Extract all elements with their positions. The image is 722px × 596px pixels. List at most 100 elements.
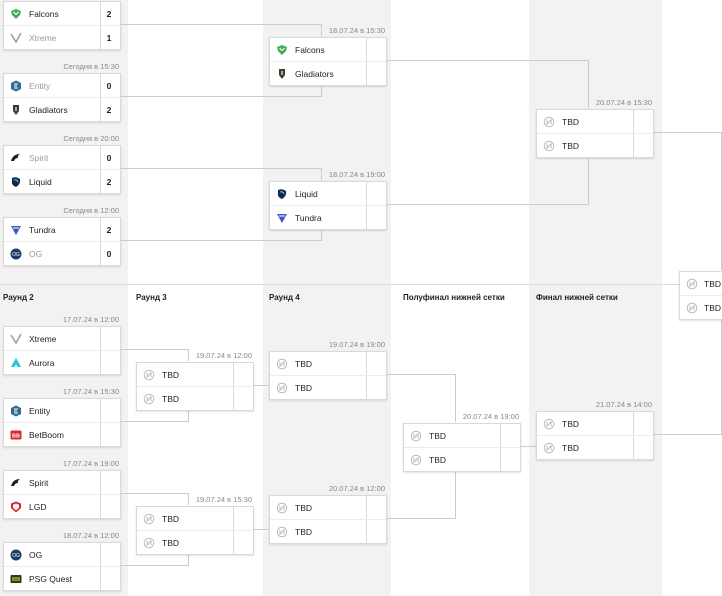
team-row[interactable]: TBD: [537, 435, 653, 459]
match-time: 17.07.24 в 12:00: [62, 315, 119, 324]
team-score: 1: [106, 32, 112, 43]
match-card[interactable]: 18.07.24 в 15:30 Falcons Gladiators: [269, 26, 387, 86]
team-row[interactable]: TBD: [137, 363, 253, 386]
team-row[interactable]: TBD: [137, 386, 253, 410]
connector-line: [121, 168, 322, 180]
match-card[interactable]: 17.07.24 в 12:00 Xtreme Aurora: [3, 315, 121, 375]
team-row[interactable]: Entity 0: [4, 74, 120, 97]
match-card[interactable]: 19.07.24 в 15:30 TBD TBD: [136, 495, 254, 555]
team-name: OG: [29, 549, 43, 560]
team-row[interactable]: TBD: [404, 447, 520, 471]
tbd-icon: [543, 418, 555, 430]
team-row[interactable]: TBD: [537, 133, 653, 157]
team-name: Entity: [29, 80, 51, 91]
xtreme-icon: [10, 333, 22, 345]
match-card[interactable]: 18.07.24 в 19:00 Liquid Tundra: [269, 170, 387, 230]
tbd-icon: [276, 382, 288, 394]
tundra-icon: [276, 212, 288, 224]
team-name: Xtreme: [29, 32, 57, 43]
psgquest-icon: [10, 573, 22, 585]
spirit-icon: [10, 477, 22, 489]
svg-text:BB: BB: [12, 433, 20, 439]
team-row[interactable]: Tundra: [270, 205, 386, 229]
tbd-icon: [143, 513, 155, 525]
liquid-icon: [276, 188, 288, 200]
tbd-icon: [143, 369, 155, 381]
team-row[interactable]: Aurora: [4, 350, 120, 374]
team-row[interactable]: TBD: [537, 412, 653, 435]
team-score: 0: [106, 80, 112, 91]
team-row[interactable]: TBD: [680, 272, 722, 295]
connector-line: [654, 132, 722, 270]
team-name: Falcons: [295, 44, 325, 55]
team-score: 2: [106, 224, 112, 235]
match-time: 21.07.24 в 14:00: [595, 400, 652, 409]
team-row[interactable]: TBD: [404, 424, 520, 447]
team-row[interactable]: TBD: [270, 496, 386, 519]
team-row[interactable]: Entity: [4, 399, 120, 422]
team-row[interactable]: TBD: [270, 375, 386, 399]
og-icon: OG: [10, 248, 22, 260]
team-row[interactable]: Gladiators: [270, 61, 386, 85]
match-card[interactable]: 20.07.24 в 15:30 TBD TBD: [536, 98, 654, 158]
connector-line: [121, 410, 189, 422]
match-card[interactable]: 20.07.24 в 19:00 TBD TBD: [403, 412, 521, 472]
match-card[interactable]: 21.07.24 в 14:00 TBD TBD: [536, 400, 654, 460]
team-score: 2: [106, 8, 112, 19]
team-row[interactable]: TBD: [137, 507, 253, 530]
betboom-icon: BB: [10, 429, 22, 441]
team-name: BetBoom: [29, 429, 64, 440]
match-time: 18.07.24 в 15:30: [328, 26, 385, 35]
match-time: 20.07.24 в 19:00: [462, 412, 519, 421]
team-row[interactable]: BB BetBoom: [4, 422, 120, 446]
team-name: Gladiators: [295, 68, 334, 79]
team-row[interactable]: Falcons: [270, 38, 386, 61]
team-row[interactable]: Xtreme: [4, 327, 120, 350]
match-card[interactable]: 20.07.24 в 12:00 TBD TBD: [269, 484, 387, 544]
match-card[interactable]: 19.07.24 в 19:00 TBD TBD: [269, 340, 387, 400]
match-time: 20.07.24 в 15:30: [595, 98, 652, 107]
grand-final-card[interactable]: TBD TBD: [679, 271, 722, 320]
match-card[interactable]: 17.07.24 в 19:00 Spirit LGD: [3, 459, 121, 519]
entity-icon: [10, 80, 22, 92]
match-time: 19.07.24 в 12:00: [195, 351, 252, 360]
svg-text:OG: OG: [12, 252, 20, 258]
team-name: Spirit: [29, 477, 49, 488]
team-row[interactable]: TBD: [137, 530, 253, 554]
team-name: TBD: [562, 442, 579, 453]
tbd-icon: [410, 454, 422, 466]
team-row[interactable]: Liquid: [270, 182, 386, 205]
team-row[interactable]: TBD: [270, 352, 386, 375]
tbd-icon: [143, 537, 155, 549]
team-name: Entity: [29, 405, 51, 416]
team-row[interactable]: OG OG: [4, 543, 120, 566]
team-row[interactable]: TBD: [680, 295, 722, 319]
team-row[interactable]: LGD: [4, 494, 120, 518]
tbd-icon: [686, 302, 698, 314]
team-row[interactable]: PSG Quest: [4, 566, 120, 590]
xtreme-icon: [10, 32, 22, 44]
team-row[interactable]: TBD: [537, 110, 653, 133]
team-name: TBD: [162, 537, 179, 548]
team-name: PSG Quest: [29, 573, 72, 584]
team-row[interactable]: Spirit: [4, 471, 120, 494]
team-row[interactable]: TBD: [270, 519, 386, 543]
connector-line: [121, 84, 322, 97]
team-name: TBD: [162, 369, 179, 380]
og-icon: OG: [10, 549, 22, 561]
team-row[interactable]: Xtreme 1: [4, 25, 120, 49]
team-name: TBD: [562, 140, 579, 151]
match-card[interactable]: 19.07.24 в 12:00 TBD TBD: [136, 351, 254, 411]
